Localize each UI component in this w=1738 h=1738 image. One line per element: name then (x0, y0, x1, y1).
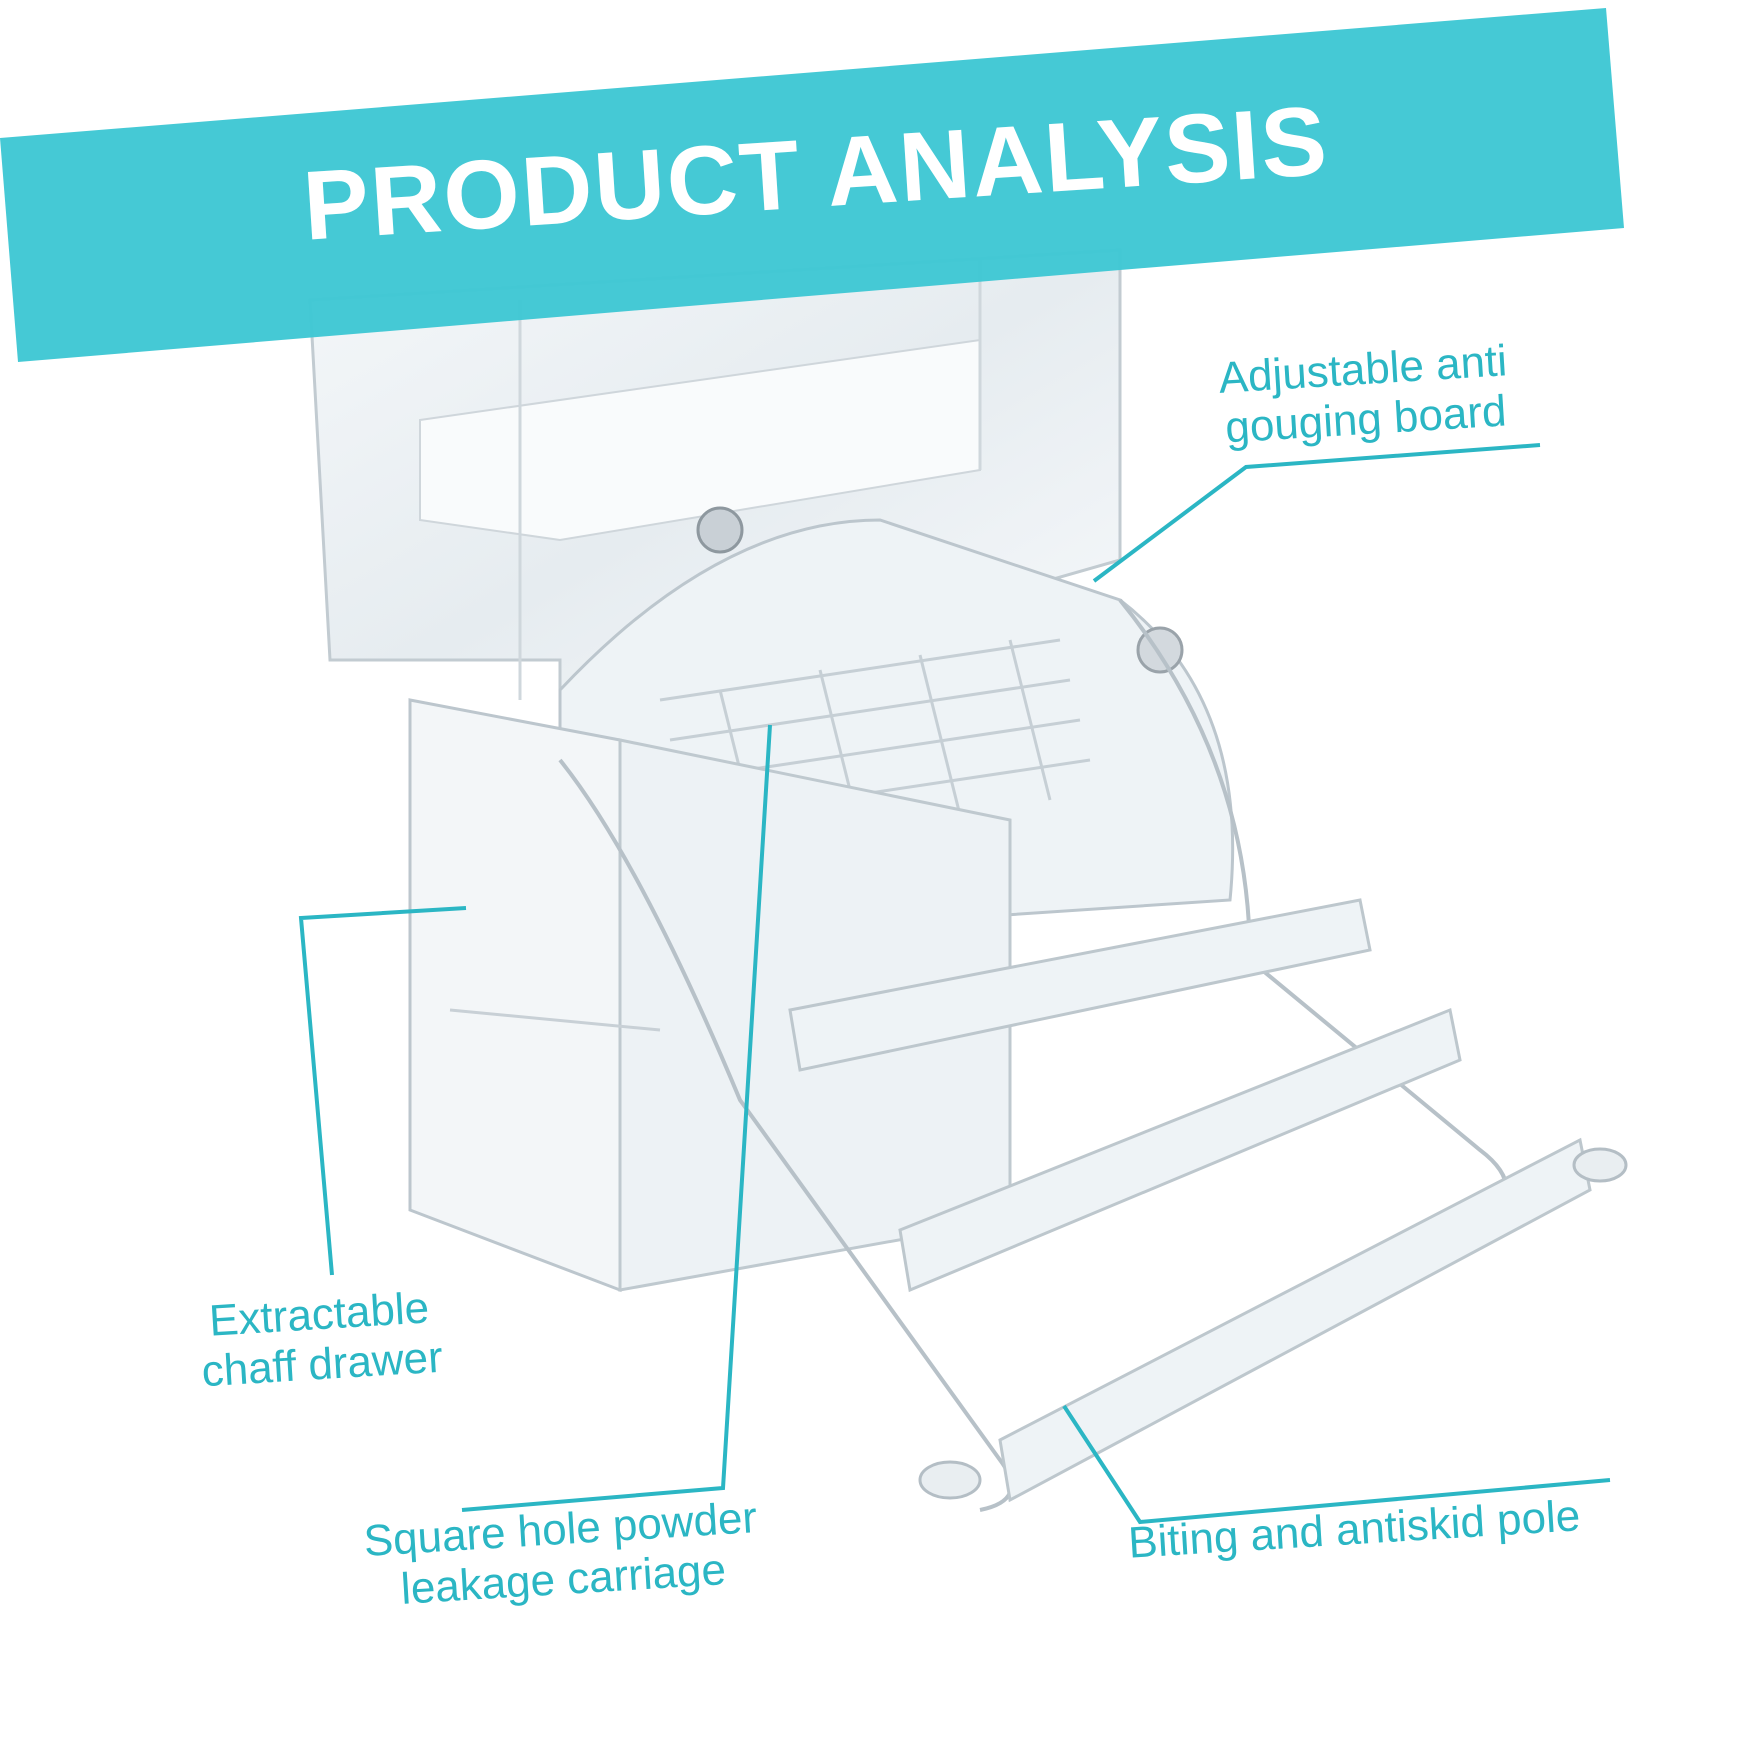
perch-poles (788, 898, 1628, 1503)
callout-leader-lines (298, 443, 1611, 1525)
callout-chaff-drawer: Extractable chaff drawer (197, 1283, 444, 1398)
callout-anti-gouging-board: Adjustable anti gouging board (1217, 336, 1511, 453)
banner-bar (0, 8, 1624, 362)
screw-icon (696, 506, 744, 554)
